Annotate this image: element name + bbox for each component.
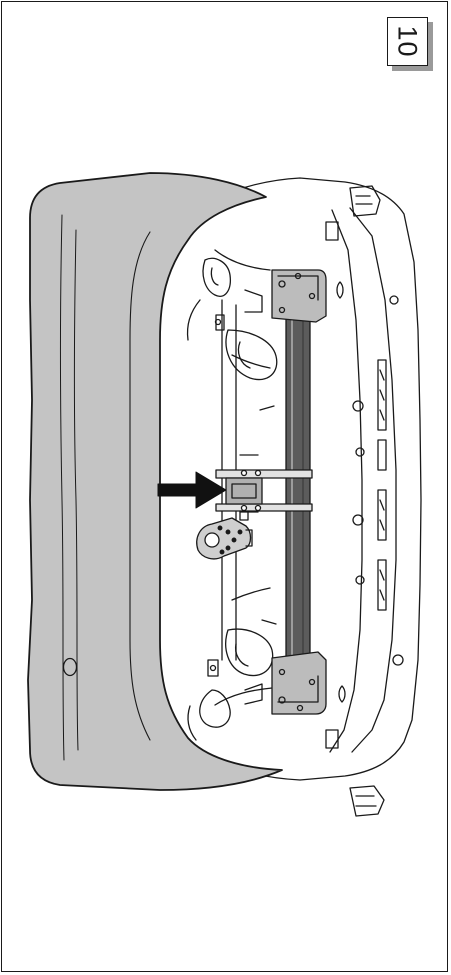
lower-mounting-bracket <box>271 651 346 715</box>
socket-bracket <box>196 517 253 560</box>
step-number: 10 <box>392 25 423 58</box>
upper-mounting-bracket <box>271 269 344 323</box>
step-number-badge: 10 <box>387 17 433 71</box>
lower-chassis-detail <box>187 628 274 741</box>
towbar-crossmember <box>282 295 314 681</box>
vehicle-body <box>199 177 422 817</box>
tow-ball-mount <box>215 469 313 521</box>
upper-chassis-detail <box>186 257 278 381</box>
step-badge-box: 10 <box>387 17 428 66</box>
arrow-right-icon <box>157 471 227 509</box>
rear-bumper <box>27 172 283 791</box>
